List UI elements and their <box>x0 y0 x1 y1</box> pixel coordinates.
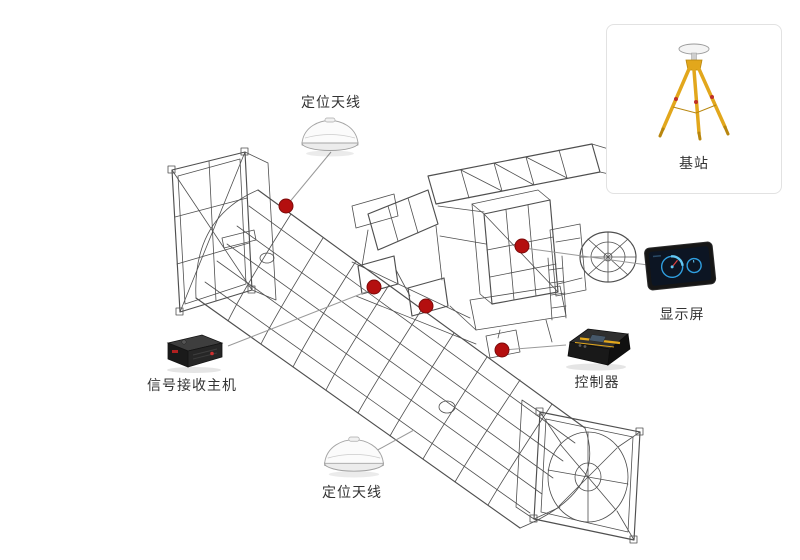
mount-point-marker-4 <box>514 238 530 254</box>
receiver-label: 信号接收主机 <box>147 377 237 393</box>
controller-label: 控制器 <box>574 374 620 390</box>
operator-cab <box>471 189 559 305</box>
left-corner-frame <box>167 147 277 316</box>
gps-antenna-bottom-icon <box>324 436 384 478</box>
signal-receiver-icon <box>166 334 224 373</box>
right-corner-frame <box>515 399 644 544</box>
antenna-bottom-label: 定位天线 <box>322 484 382 500</box>
base-station-card: 基站 <box>606 24 782 194</box>
connector-antenna-top <box>287 151 332 205</box>
connector-display <box>523 247 649 266</box>
engine-fan <box>549 223 637 297</box>
ladder <box>547 255 567 321</box>
connector-controller <box>503 344 567 351</box>
tank-wireframe <box>195 189 591 529</box>
spreader-locks <box>351 255 477 345</box>
connector-receiver <box>227 287 377 347</box>
connector-antenna-bottom <box>373 429 415 453</box>
mount-point-marker-3 <box>418 298 434 314</box>
boom-lattice <box>427 143 619 205</box>
base-station-tripod-icon <box>658 43 730 141</box>
gps-antenna-top-icon <box>301 117 359 157</box>
mount-point-markers <box>278 198 530 358</box>
display-screen-icon <box>644 241 717 291</box>
controller-icon <box>566 328 631 371</box>
base-station-label: 基站 <box>679 155 709 171</box>
display-label: 显示屏 <box>659 306 705 322</box>
mount-point-marker-1 <box>278 198 294 214</box>
antenna-top-label: 定位天线 <box>301 94 361 110</box>
spreader-arm <box>351 189 487 281</box>
mount-point-marker-2 <box>366 279 382 295</box>
mount-point-marker-5 <box>494 342 510 358</box>
